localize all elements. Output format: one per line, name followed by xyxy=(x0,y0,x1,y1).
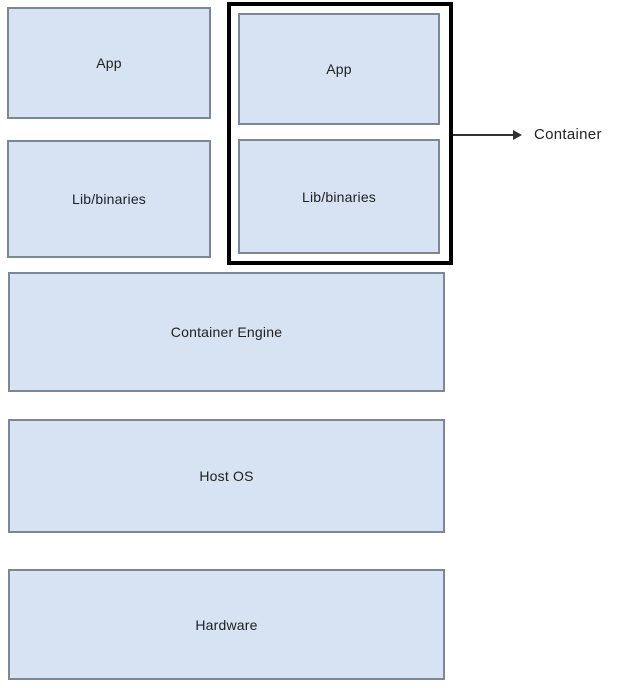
left-app-label: App xyxy=(96,55,122,71)
hardware-label: Hardware xyxy=(195,616,258,633)
container-engine-layer: Container Engine xyxy=(8,272,445,392)
host-os-label: Host OS xyxy=(199,468,254,484)
container-callout-arrowhead-icon xyxy=(513,130,522,140)
container-lib-binaries-label: Lib/binaries xyxy=(302,188,376,205)
left-lib-binaries-box: Lib/binaries xyxy=(7,140,211,258)
host-os-layer: Host OS xyxy=(8,419,445,533)
container-engine-label: Container Engine xyxy=(170,324,283,340)
container-lib-binaries-box: Lib/binaries xyxy=(238,139,440,254)
container-callout-label: Container xyxy=(534,126,602,143)
container-callout-arrow-line xyxy=(453,134,514,136)
hardware-layer: Hardware xyxy=(8,569,445,680)
container-app-box: App xyxy=(238,13,440,125)
container-app-label: App xyxy=(326,61,352,77)
left-lib-binaries-label: Lib/binaries xyxy=(72,191,146,207)
left-app-box: App xyxy=(7,7,211,119)
